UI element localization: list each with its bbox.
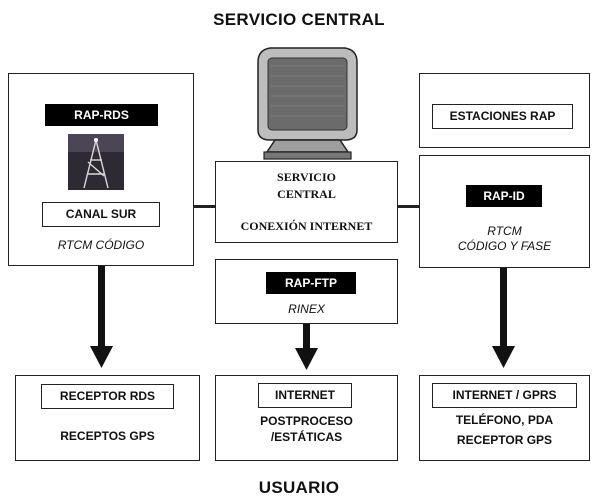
conexion-internet-text: CONEXIÓN INTERNET — [240, 219, 373, 233]
rtcm-caption: RTCM — [487, 224, 522, 238]
rap-rds-badge: RAP-RDS — [45, 104, 158, 126]
arrow-right-shaft — [500, 268, 507, 348]
receptos-gps-text: RECEPTOS GPS — [60, 429, 155, 443]
arrow-left-shaft — [98, 266, 105, 348]
servicio-central-box — [215, 161, 398, 243]
connector-right — [398, 205, 419, 208]
user-title: USUARIO — [258, 478, 340, 497]
internet-gprs-label: INTERNET / GPRS — [432, 383, 577, 408]
arrow-left-head — [90, 346, 113, 368]
estaciones-rap-label: ESTACIONES RAP — [432, 104, 573, 129]
codigo-y-fase-caption: CÓDIGO Y FASE — [457, 239, 552, 253]
rap-id-box — [419, 155, 590, 268]
diagram-title: SERVICIO CENTRAL — [213, 10, 385, 29]
arrow-center-head — [295, 348, 318, 370]
postproceso-text: POSTPROCESO — [260, 414, 353, 428]
internet-label: INTERNET — [258, 383, 352, 408]
rap-id-badge: RAP-ID — [466, 185, 542, 207]
telefono-pda-text: TELÉFONO, PDA — [455, 413, 554, 427]
servicio-line2: CENTRAL — [277, 187, 336, 201]
estaticas-text: /ESTÁTICAS — [270, 430, 343, 444]
rtcm-codigo-caption: RTCM CÓDIGO — [57, 238, 145, 252]
arrow-center-shaft — [303, 324, 310, 350]
canal-sur-label: CANAL SUR — [42, 202, 160, 227]
receptor-rds-label: RECEPTOR RDS — [41, 384, 174, 409]
rap-ftp-badge: RAP-FTP — [266, 272, 356, 294]
receptor-gps-text: RECEPTOR GPS — [456, 433, 553, 447]
servicio-line1: SERVICIO — [277, 170, 336, 184]
arrow-right-head — [492, 346, 515, 368]
rinex-caption: RINEX — [288, 302, 325, 316]
connector-left — [194, 205, 215, 208]
